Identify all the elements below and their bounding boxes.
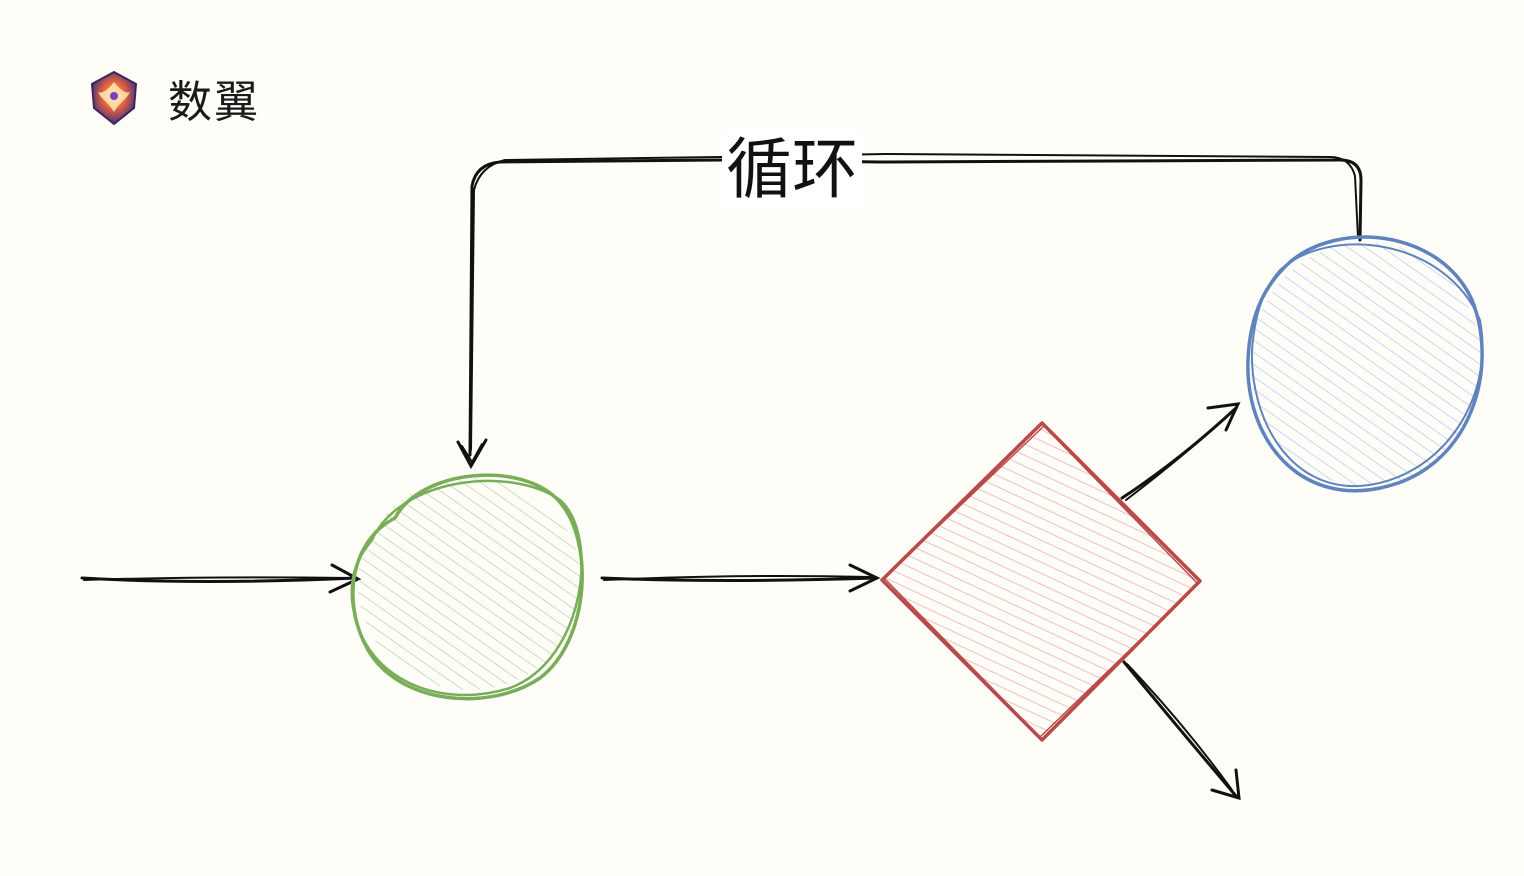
brand-name: 数翼 <box>168 77 260 128</box>
entry-arrow <box>80 563 362 594</box>
start-node <box>350 473 584 701</box>
arrow-to-decision <box>600 563 881 593</box>
arrow-to-end-node <box>1120 402 1241 501</box>
loop-label: 循环 <box>722 130 862 210</box>
brand: 数翼 <box>84 66 260 130</box>
phoenix-logo-icon <box>90 70 138 126</box>
decision-node <box>880 421 1202 742</box>
end-node <box>1246 235 1484 493</box>
exit-arrow <box>1122 660 1241 801</box>
